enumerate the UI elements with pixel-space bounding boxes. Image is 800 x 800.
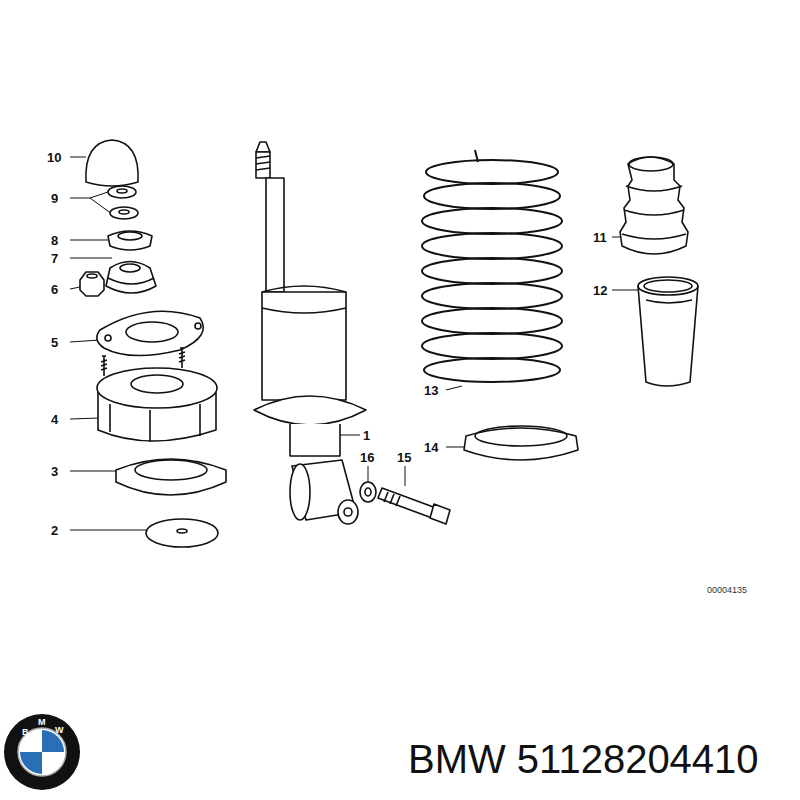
callout-number: 11 [593,231,607,244]
callout-number: 12 [593,284,607,297]
logo-letter: W [55,726,64,735]
callout-number: 13 [424,384,438,397]
callout-number: 6 [51,283,58,296]
coil-spring [422,150,562,382]
callout-number: 5 [51,336,58,349]
part-number-caption: BMW 51128204410 [408,739,759,779]
leader-lines [70,157,640,530]
callout-number: 10 [47,151,61,164]
callout-number: 4 [51,413,58,426]
brand-logo [4,714,80,790]
logo-letter: M [38,718,46,727]
callout-number: 16 [360,451,374,464]
callout-number: 14 [424,441,438,454]
callout-number: 15 [397,451,411,464]
callout-number: 1 [363,429,370,442]
callout-number: 3 [51,465,58,478]
callout-number: 8 [51,234,58,247]
callout-number: 7 [51,252,58,265]
callout-number: 2 [51,524,58,537]
figure-number: 00004135 [707,586,747,595]
callout-number: 9 [51,192,58,205]
logo-letter: B [22,728,29,737]
